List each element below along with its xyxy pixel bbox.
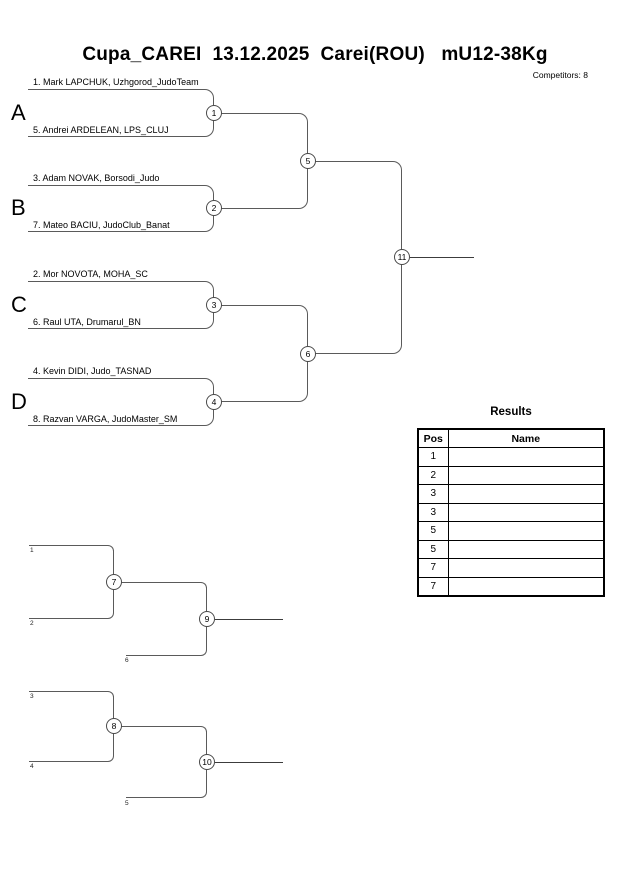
- competitor-name-4: 4. Kevin DIDI, Judo_TASNAD: [33, 366, 152, 376]
- match-circle-9: 9: [199, 611, 215, 627]
- results-name-cell: [447, 484, 605, 504]
- repechage1-cross-connector: [126, 619, 207, 656]
- results-pos-cell: 1: [417, 447, 449, 467]
- results-name-cell: [447, 539, 605, 559]
- pair-bracket-c: [28, 281, 214, 329]
- pair-bracket-a: [28, 89, 214, 137]
- connector-match2-to-5: [214, 160, 308, 209]
- page-title: Cupa_CAREI 13.12.2025 Carei(ROU) mU12-38…: [82, 44, 548, 65]
- results-pos-cell: 5: [417, 521, 449, 541]
- match-circle-2: 2: [206, 200, 222, 216]
- results-header-row: Pos Name: [417, 428, 605, 448]
- competitors-count: Competitors: 8: [532, 70, 588, 80]
- results-pos-cell: 7: [417, 558, 449, 578]
- competitor-name-1: 1. Mark LAPCHUK, Uzhgorod_JudoTeam: [33, 77, 199, 87]
- results-row: 3: [417, 484, 605, 504]
- pool-letter-b: B: [11, 195, 26, 220]
- pool-letter-d: D: [11, 389, 27, 414]
- repechage2-feeder-bottom-label: 4: [30, 763, 34, 770]
- pair-bracket-b: [28, 185, 214, 232]
- results-name-cell: [447, 465, 605, 485]
- results-name-cell: [447, 447, 605, 467]
- repechage1-pair-bracket: [29, 545, 114, 619]
- match-circle-10: 10: [199, 754, 215, 770]
- repechage2-connector-8-to-10: [114, 726, 207, 762]
- results-pos-cell: 7: [417, 576, 449, 597]
- competitor-name-2: 2. Mor NOVOTA, MOHA_SC: [33, 269, 148, 279]
- match-circle-8: 8: [106, 718, 122, 734]
- repechage1-winner-line: [215, 619, 283, 620]
- results-pos-cell: 3: [417, 502, 449, 522]
- results-row: 7: [417, 558, 605, 578]
- repechage2-cross-connector: [126, 762, 207, 798]
- match-circle-1: 1: [206, 105, 222, 121]
- competitor-name-3: 3. Adam NOVAK, Borsodi_Judo: [33, 173, 160, 183]
- results-name-cell: [447, 558, 605, 578]
- pair-bracket-d: [28, 378, 214, 426]
- results-title: Results: [490, 406, 532, 418]
- results-row: 5: [417, 539, 605, 559]
- match-circle-6: 6: [300, 345, 316, 362]
- results-row: 5: [417, 521, 605, 541]
- connector-match6-to-11: [308, 257, 402, 354]
- results-row: 2: [417, 465, 605, 485]
- repechage1-connector-7-to-9: [114, 582, 207, 619]
- match-circle-4: 4: [206, 394, 222, 410]
- results-name-cell: [447, 521, 605, 541]
- repechage2-pair-bracket: [29, 691, 114, 762]
- results-pos-cell: 2: [417, 465, 449, 485]
- results-pos-cell: 5: [417, 539, 449, 559]
- repechage1-feeder-bottom-label: 2: [30, 620, 34, 627]
- results-name-cell: [447, 576, 605, 597]
- pool-letter-c: C: [11, 292, 27, 317]
- connector-match3-to-6: [214, 305, 308, 354]
- match-circle-3: 3: [206, 297, 222, 313]
- connector-match5-to-11: [308, 160, 402, 257]
- pool-letter-a: A: [11, 100, 26, 125]
- connector-match1-to-5: [214, 113, 308, 161]
- repechage2-winner-line: [215, 762, 283, 763]
- match-circle-11: 11: [394, 249, 410, 265]
- results-name-cell: [447, 502, 605, 522]
- winner-line: [410, 257, 474, 258]
- repechage2-cross-feeder-label: 5: [125, 800, 129, 807]
- results-table: Pos Name 1 2 3 3 5: [417, 428, 605, 597]
- match-circle-7: 7: [106, 574, 122, 590]
- results-header-pos: Pos: [417, 428, 449, 448]
- results-pos-cell: 3: [417, 484, 449, 504]
- connector-match4-to-6: [214, 353, 308, 402]
- results-row: 1: [417, 447, 605, 467]
- results-row: 7: [417, 576, 605, 597]
- results-header-name: Name: [447, 428, 605, 448]
- match-circle-5: 5: [300, 152, 316, 169]
- repechage1-cross-feeder-label: 6: [125, 657, 129, 664]
- results-row: 3: [417, 502, 605, 522]
